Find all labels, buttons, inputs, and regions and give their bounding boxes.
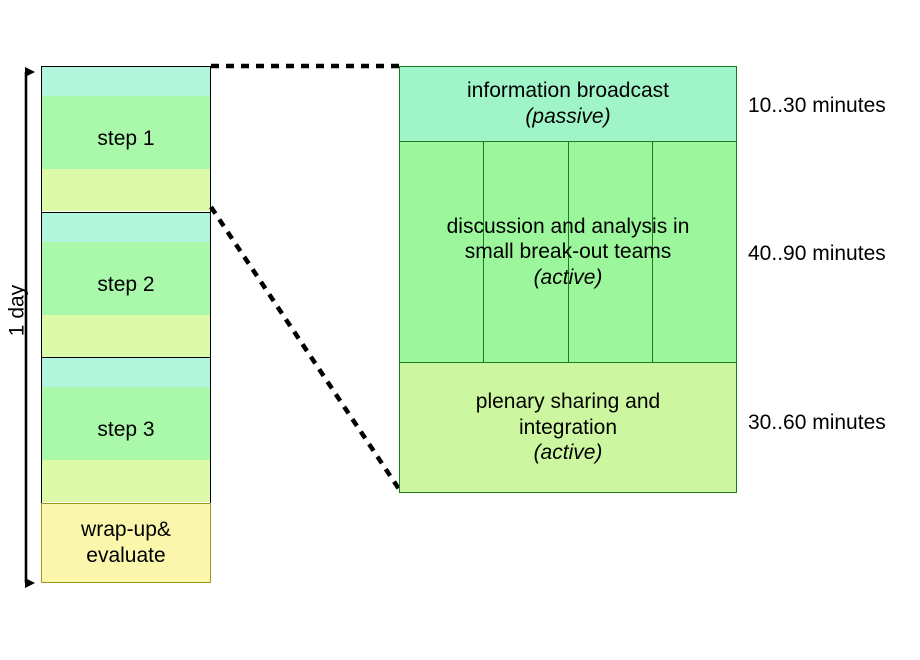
- breakout-team-subcolumns: [400, 141, 736, 363]
- wrap-up-label: wrap-up& evaluate: [81, 517, 171, 567]
- breakout-team-cell: [400, 141, 485, 363]
- wrap-up-line2: evaluate: [86, 543, 166, 567]
- step-block-2[interactable]: step 2: [41, 211, 211, 359]
- day-column: step 1 step 2 step 3 wrap-up& evaluate: [41, 66, 211, 588]
- wrap-up-line1: wrap-up&: [81, 518, 171, 542]
- duration-broadcast: 10..30 minutes: [748, 94, 886, 117]
- detail-row-text: plenary sharing and integration (active): [468, 389, 668, 466]
- detail-title: plenary sharing and: [475, 390, 661, 414]
- step-band-breakout: [42, 387, 210, 460]
- step-band-breakout: [42, 96, 210, 169]
- detail-row-text: discussion and analysis in small break-o…: [439, 214, 698, 291]
- detail-mode: (passive): [525, 105, 611, 128]
- breakout-team-cell: [569, 141, 653, 363]
- step-band-plenary: [42, 314, 210, 357]
- detail-mode: (active): [533, 441, 603, 465]
- zoom-connector-lines: [209, 63, 403, 494]
- step-band-broadcast: [42, 67, 210, 96]
- duration-axis-arrow: [24, 67, 35, 588]
- step-band-plenary: [42, 169, 210, 211]
- connector-bottom-dotted: [209, 205, 403, 494]
- detail-title-line2: small break-out teams: [464, 240, 672, 264]
- breakout-team-cell: [484, 141, 569, 363]
- step-label: step 3: [97, 418, 155, 442]
- detail-row-breakout[interactable]: discussion and analysis in small break-o…: [399, 140, 737, 364]
- step-label: step 2: [97, 272, 155, 296]
- step-label: step 1: [97, 127, 155, 151]
- detail-row-broadcast[interactable]: information broadcast (passive): [399, 66, 737, 142]
- duration-breakout: 40..90 minutes: [748, 242, 886, 265]
- detail-row-plenary[interactable]: plenary sharing and integration (active): [399, 362, 737, 493]
- step-band-breakout: [42, 241, 210, 315]
- detail-title: information broadcast: [467, 79, 669, 103]
- step-band-plenary: [42, 460, 210, 502]
- detail-row-text: information broadcast (passive): [459, 78, 677, 129]
- detail-title: discussion and analysis in: [446, 214, 690, 238]
- detail-panel: information broadcast (passive) discussi…: [399, 66, 737, 493]
- duration-axis-label: 1 day: [5, 284, 29, 337]
- detail-title-line2: integration: [518, 415, 618, 439]
- step-block-3[interactable]: step 3: [41, 357, 211, 504]
- duration-plenary: 30..60 minutes: [748, 411, 886, 434]
- detail-mode: (active): [533, 265, 603, 289]
- wrap-up-block[interactable]: wrap-up& evaluate: [41, 502, 211, 583]
- step-band-broadcast: [42, 212, 210, 242]
- step-block-1[interactable]: step 1: [41, 66, 211, 213]
- step-band-broadcast: [42, 358, 210, 387]
